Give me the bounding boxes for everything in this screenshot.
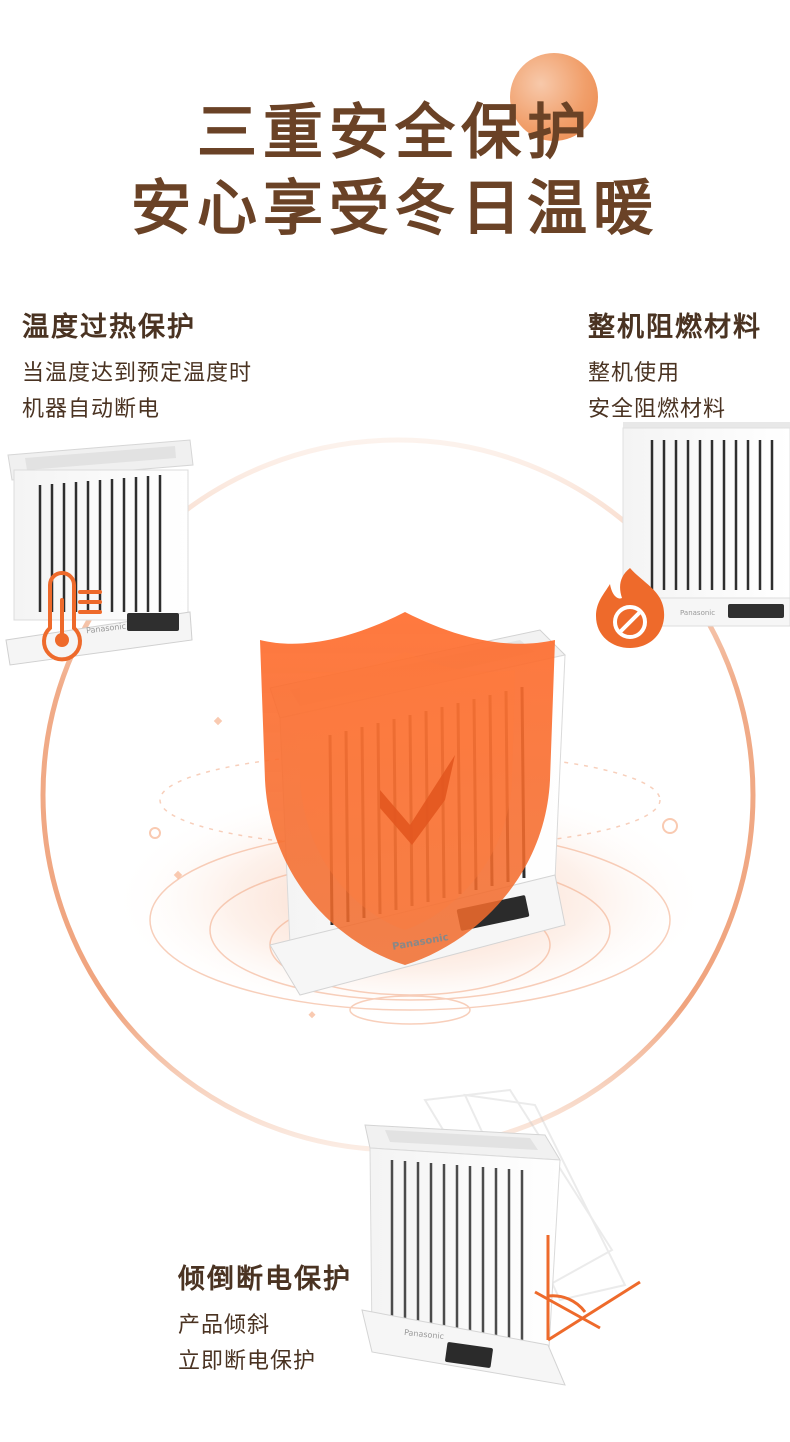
heater-right <box>622 422 790 627</box>
headline-line-2: 安心享受冬日温暖 <box>131 174 659 244</box>
feature-flame-retardant: 整机阻燃材料 整机使用 安全阻燃材料 <box>588 305 762 428</box>
feature-flame-retardant-desc-line-1: 整机使用 <box>588 361 681 386</box>
feature-overheat-desc-line-2: 机器自动断电 <box>22 397 161 422</box>
feature-overheat: 温度过热保护 当温度达到预定温度时 机器自动断电 <box>22 305 252 428</box>
feature-tip-over-title: 倾倒断电保护 <box>178 1264 352 1295</box>
heater-bottom <box>361 1124 566 1386</box>
feature-tip-over-desc: 产品倾斜 立即断电保护 <box>178 1308 352 1380</box>
heater-left <box>5 439 194 666</box>
thermometer-icon <box>42 571 102 662</box>
decorative-orange-circle <box>510 53 598 141</box>
feature-flame-retardant-desc: 整机使用 安全阻燃材料 <box>588 356 762 428</box>
feature-overheat-title: 温度过热保护 <box>22 312 196 343</box>
feature-tip-over-desc-line-2: 立即断电保护 <box>178 1349 317 1374</box>
feature-tip-over-desc-line-1: 产品倾斜 <box>178 1313 271 1338</box>
headline-line-1: 三重安全保护 <box>197 98 593 168</box>
feature-overheat-desc: 当温度达到预定温度时 机器自动断电 <box>22 356 252 428</box>
feature-flame-retardant-desc-line-2: 安全阻燃材料 <box>588 397 727 422</box>
shield-icon <box>260 612 555 965</box>
feature-tip-over: 倾倒断电保护 产品倾斜 立即断电保护 <box>178 1257 352 1380</box>
feature-overheat-desc-line-1: 当温度达到预定温度时 <box>22 361 253 386</box>
tilt-angle-icon <box>534 1235 641 1342</box>
brand-logo-right: Panasonic <box>680 609 715 617</box>
no-fire-icon <box>596 568 665 648</box>
feature-flame-retardant-title: 整机阻燃材料 <box>588 312 762 343</box>
check-icon <box>380 755 455 845</box>
